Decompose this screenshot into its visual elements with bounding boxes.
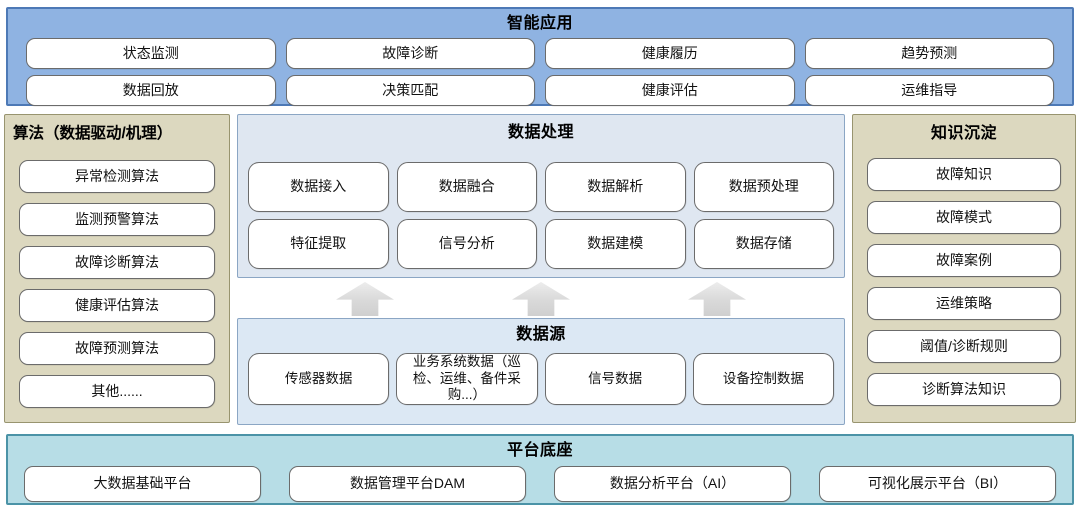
data-sources-panel: 数据源 传感器数据 业务系统数据（巡检、运维、备件采购...） 信号数据 设备控… bbox=[237, 318, 845, 425]
source-box: 信号数据 bbox=[544, 353, 686, 405]
up-arrow-icon bbox=[688, 282, 746, 316]
knowledge-box: 运维策略 bbox=[867, 287, 1061, 320]
app-box: 状态监测 bbox=[26, 38, 276, 69]
algorithms-panel: 算法（数据驱动/机理） 异常检测算法 监测预警算法 故障诊断算法 健康评估算法 … bbox=[4, 114, 230, 423]
data-flow-arrows bbox=[237, 281, 845, 316]
app-box: 决策匹配 bbox=[285, 75, 535, 106]
platform-title: 平台底座 bbox=[506, 442, 573, 459]
algorithms-title: 算法（数据驱动/机理） bbox=[13, 125, 173, 142]
data-sources-grid: 传感器数据 业务系统数据（巡检、运维、备件采购...） 信号数据 设备控制数据 bbox=[238, 353, 844, 405]
app-box: 数据回放 bbox=[26, 75, 276, 106]
knowledge-panel: 知识沉淀 故障知识 故障模式 故障案例 运维策略 阈值/诊断规则 诊断算法知识 bbox=[852, 114, 1076, 423]
data-processing-grid: 数据接入 数据融合 数据解析 数据预处理 特征提取 信号分析 数据建模 数据存储 bbox=[238, 162, 844, 269]
algorithm-box: 健康评估算法 bbox=[19, 289, 215, 322]
knowledge-title: 知识沉淀 bbox=[930, 125, 997, 142]
knowledge-box: 故障知识 bbox=[867, 158, 1061, 191]
app-box: 趋势预测 bbox=[804, 38, 1054, 69]
up-arrow-icon bbox=[336, 282, 394, 316]
platform-box: 大数据基础平台 bbox=[24, 466, 261, 502]
processing-box: 数据预处理 bbox=[693, 162, 834, 212]
algorithm-box: 故障诊断算法 bbox=[19, 246, 215, 279]
app-box: 运维指导 bbox=[804, 75, 1054, 106]
app-box: 健康评估 bbox=[545, 75, 795, 106]
processing-box: 数据建模 bbox=[545, 219, 686, 269]
algorithms-list: 异常检测算法 监测预警算法 故障诊断算法 健康评估算法 故障预测算法 其他...… bbox=[5, 145, 229, 408]
source-box: 业务系统数据（巡检、运维、备件采购...） bbox=[396, 353, 538, 405]
processing-box: 信号分析 bbox=[396, 219, 537, 269]
app-box: 健康履历 bbox=[545, 38, 795, 69]
processing-box: 数据存储 bbox=[693, 219, 834, 269]
platform-box: 可视化展示平台（BI） bbox=[819, 466, 1056, 502]
algorithm-box: 其他...... bbox=[19, 375, 215, 408]
platform-panel: 平台底座 大数据基础平台 数据管理平台DAM 数据分析平台（AI） 可视化展示平… bbox=[6, 434, 1074, 505]
up-arrow-icon bbox=[512, 282, 570, 316]
algorithm-box: 故障预测算法 bbox=[19, 332, 215, 365]
processing-box: 数据接入 bbox=[248, 162, 389, 212]
intelligent-apps-panel: 智能应用 状态监测 故障诊断 健康履历 趋势预测 数据回放 决策匹配 健康评估 … bbox=[6, 7, 1074, 106]
source-box: 设备控制数据 bbox=[692, 353, 834, 405]
knowledge-box: 故障案例 bbox=[867, 244, 1061, 277]
knowledge-box: 诊断算法知识 bbox=[867, 373, 1061, 406]
data-sources-title: 数据源 bbox=[516, 326, 566, 343]
intelligent-apps-title: 智能应用 bbox=[506, 15, 573, 32]
algorithm-box: 监测预警算法 bbox=[19, 203, 215, 236]
processing-box: 数据解析 bbox=[545, 162, 686, 212]
data-processing-panel: 数据处理 数据接入 数据融合 数据解析 数据预处理 特征提取 信号分析 数据建模… bbox=[237, 114, 845, 278]
knowledge-list: 故障知识 故障模式 故障案例 运维策略 阈值/诊断规则 诊断算法知识 bbox=[853, 145, 1075, 406]
processing-box: 数据融合 bbox=[396, 162, 537, 212]
platform-box: 数据分析平台（AI） bbox=[554, 466, 791, 502]
knowledge-box: 故障模式 bbox=[867, 201, 1061, 234]
algorithm-box: 异常检测算法 bbox=[19, 160, 215, 193]
data-processing-title: 数据处理 bbox=[507, 124, 574, 141]
processing-box: 特征提取 bbox=[248, 219, 389, 269]
app-box: 故障诊断 bbox=[285, 38, 535, 69]
platform-box: 数据管理平台DAM bbox=[289, 466, 526, 502]
platform-grid: 大数据基础平台 数据管理平台DAM 数据分析平台（AI） 可视化展示平台（BI） bbox=[8, 466, 1072, 502]
knowledge-box: 阈值/诊断规则 bbox=[867, 330, 1061, 363]
intelligent-apps-grid: 状态监测 故障诊断 健康履历 趋势预测 数据回放 决策匹配 健康评估 运维指导 bbox=[8, 38, 1072, 106]
source-box: 传感器数据 bbox=[248, 353, 390, 405]
